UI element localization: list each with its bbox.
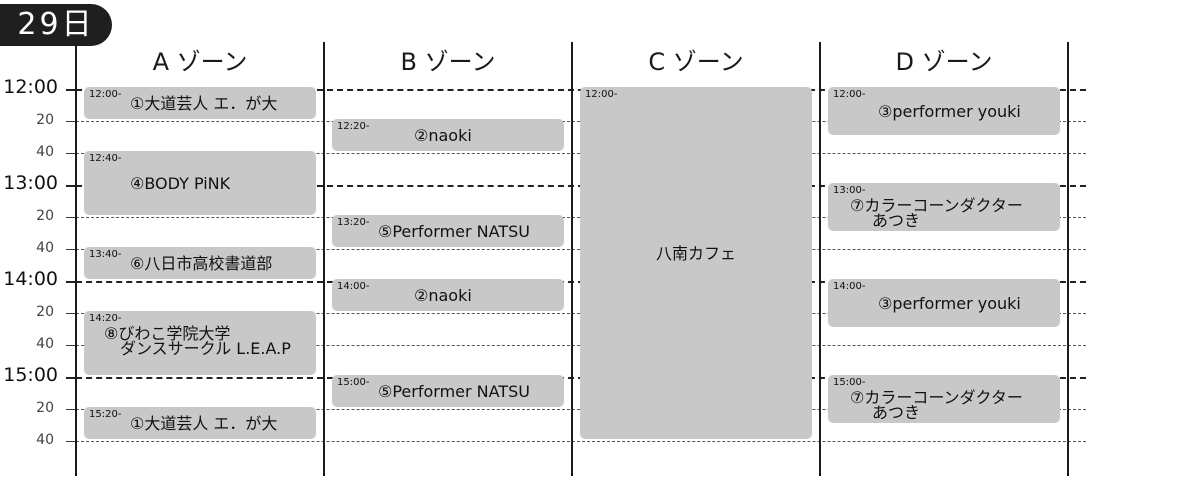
event-title: ③performer youki <box>878 102 1021 121</box>
minute-label: 20 <box>36 112 54 128</box>
event-title: ①大道芸人 エ．が大 <box>130 414 278 433</box>
event-title: ①大道芸人 エ．が大 <box>130 94 278 113</box>
minute-label: 20 <box>36 400 54 416</box>
event-start-time: 13:40- <box>89 249 122 260</box>
minute-label: 40 <box>36 432 54 448</box>
time-gridline <box>66 441 1086 442</box>
event-title: ③performer youki <box>878 294 1021 313</box>
time-gridline <box>66 313 1086 314</box>
event-title: あつき <box>872 403 921 422</box>
hour-label: 12:00 <box>3 76 58 98</box>
zone-header: A ゾーン <box>152 48 248 76</box>
event-start-time: 12:00- <box>585 89 618 100</box>
time-tick <box>66 249 76 250</box>
zone-divider <box>571 42 573 476</box>
time-gridline <box>66 89 1086 91</box>
event-block[interactable]: 15:20- ①大道芸人 エ．が大 <box>84 407 316 439</box>
time-tick <box>66 377 76 379</box>
event-start-time: 15:00- <box>833 377 866 388</box>
minute-label: 20 <box>36 304 54 320</box>
event-title: 八南カフェ <box>655 244 736 263</box>
time-gridline <box>66 153 1086 154</box>
minute-label: 40 <box>36 144 54 160</box>
time-gridline <box>66 249 1086 250</box>
time-tick <box>66 313 76 314</box>
event-block[interactable]: 13:00-⑦カラーコーンダクターあつき <box>828 183 1060 231</box>
time-gridline <box>66 185 1086 187</box>
event-start-time: 13:20- <box>337 217 370 228</box>
time-tick <box>66 441 76 442</box>
event-title: ⑥八日市高校書道部 <box>130 254 273 273</box>
minute-label: 40 <box>36 336 54 352</box>
event-start-time: 13:00- <box>833 185 866 196</box>
time-gridline <box>66 217 1086 218</box>
event-block[interactable]: 12:00- 八南カフェ <box>580 87 812 439</box>
event-title: ②naoki <box>414 286 472 305</box>
event-start-time: 15:20- <box>89 409 122 420</box>
event-start-time: 14:00- <box>833 281 866 292</box>
zone-divider <box>1067 42 1069 476</box>
zone-divider <box>75 42 77 476</box>
event-block[interactable]: 12:20- ②naoki <box>332 119 564 151</box>
time-tick <box>66 345 76 346</box>
minute-label: 40 <box>36 240 54 256</box>
event-block[interactable]: 13:20- ⑤Performer NATSU <box>332 215 564 247</box>
time-tick <box>66 185 76 187</box>
time-gridline <box>66 121 1086 122</box>
time-gridline <box>66 345 1086 346</box>
time-gridline <box>66 409 1086 410</box>
zone-header: D ゾーン <box>895 48 993 76</box>
time-gridline <box>66 377 1086 379</box>
event-block[interactable]: 14:00- ②naoki <box>332 279 564 311</box>
event-block[interactable]: 12:00- ③performer youki <box>828 87 1060 135</box>
event-block[interactable]: 15:00-⑦カラーコーンダクターあつき <box>828 375 1060 423</box>
event-title: ⑤Performer NATSU <box>378 222 530 241</box>
event-block[interactable]: 12:00- ①大道芸人 エ．が大 <box>84 87 316 119</box>
day-badge: 29日 <box>0 4 112 46</box>
event-start-time: 15:00- <box>337 377 370 388</box>
event-start-time: 12:20- <box>337 121 370 132</box>
event-title: ⑦カラーコーンダクター <box>850 196 1023 215</box>
hour-label: 13:00 <box>3 172 58 194</box>
event-start-time: 12:00- <box>89 89 122 100</box>
event-title: ⑤Performer NATSU <box>378 382 530 401</box>
hour-label: 14:00 <box>3 268 58 290</box>
event-title: ダンスサークル L.E.A.P <box>120 339 291 358</box>
event-start-time: 14:00- <box>337 281 370 292</box>
event-block[interactable]: 12:40- ④BODY PiNK <box>84 151 316 215</box>
time-tick <box>66 409 76 410</box>
event-title: ⑧びわこ学院大学 <box>104 324 231 343</box>
event-title: ⑦カラーコーンダクター <box>850 388 1023 407</box>
time-tick <box>66 89 76 91</box>
event-block[interactable]: 14:00- ③performer youki <box>828 279 1060 327</box>
zone-header: C ゾーン <box>648 48 744 76</box>
event-block[interactable]: 14:20-⑧びわこ学院大学ダンスサークル L.E.A.P <box>84 311 316 375</box>
event-start-time: 14:20- <box>89 313 122 324</box>
event-start-time: 12:40- <box>89 153 122 164</box>
zone-header: B ゾーン <box>400 48 496 76</box>
time-tick <box>66 153 76 154</box>
time-gridline <box>66 281 1086 283</box>
minute-label: 20 <box>36 208 54 224</box>
event-block[interactable]: 15:00- ⑤Performer NATSU <box>332 375 564 407</box>
time-tick <box>66 281 76 283</box>
event-title: ④BODY PiNK <box>130 174 231 193</box>
time-tick <box>66 121 76 122</box>
event-start-time: 12:00- <box>833 89 866 100</box>
event-title: あつき <box>872 211 921 230</box>
zone-divider <box>323 42 325 476</box>
event-title: ②naoki <box>414 126 472 145</box>
time-tick <box>66 217 76 218</box>
zone-divider <box>819 42 821 476</box>
hour-label: 15:00 <box>3 364 58 386</box>
event-block[interactable]: 13:40- ⑥八日市高校書道部 <box>84 247 316 279</box>
